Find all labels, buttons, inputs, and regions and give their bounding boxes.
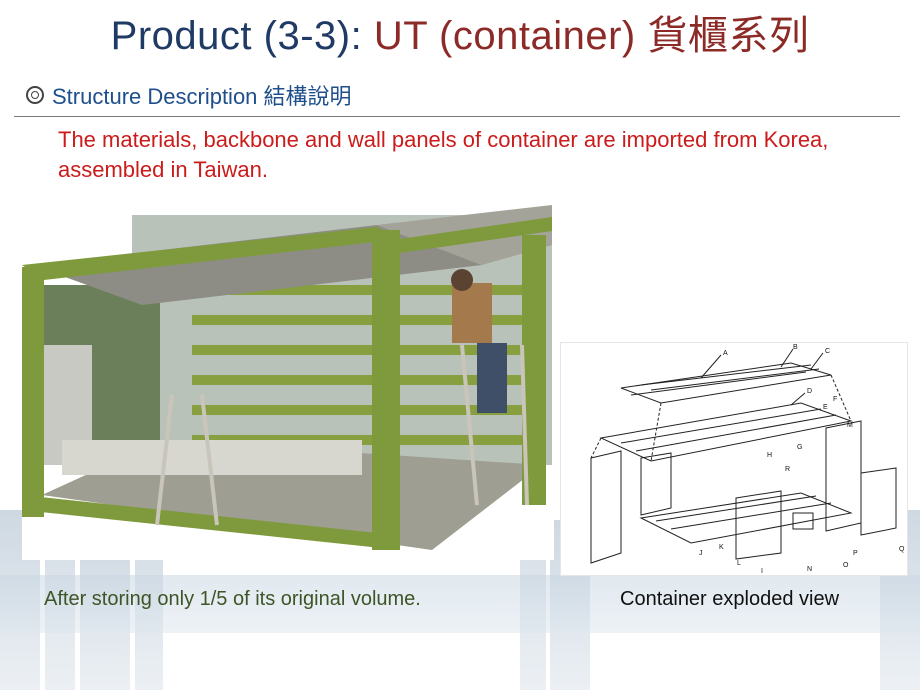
section-heading: Structure Description 結構說明: [26, 80, 352, 110]
title-container-series: UT (container) 貨櫃系列: [373, 14, 810, 58]
container-exploded-view-diagram: A B C D E F G H I J K L M N O P Q R: [560, 342, 908, 576]
diagram-label-q: Q: [899, 546, 905, 553]
diagram-label-e: E: [823, 404, 828, 411]
diagram-label-r: R: [785, 466, 790, 473]
heading-divider: [14, 116, 900, 117]
diagram-label-l: L: [737, 560, 741, 567]
diagram-label-k: K: [719, 544, 724, 551]
diagram-label-j: J: [699, 550, 703, 557]
diagram-label-p: P: [853, 550, 858, 557]
diagram-label-i: I: [761, 568, 763, 575]
diagram-label-d: D: [807, 388, 812, 395]
diagram-label-b: B: [793, 344, 798, 351]
diagram-label-n: N: [807, 566, 812, 573]
double-circle-icon: [26, 86, 44, 104]
caption-band: [0, 575, 920, 633]
description-text: The materials, backbone and wall panels …: [58, 127, 829, 182]
caption-exploded-view: Container exploded view: [620, 588, 840, 610]
page-title: Product (3-3): UT (container) 貨櫃系列: [0, 6, 920, 66]
diagram-label-f: F: [833, 396, 837, 403]
diagram-label-c: C: [825, 348, 830, 355]
section-heading-text: Structure Description 結構說明: [52, 84, 352, 109]
diagram-label-g: G: [797, 444, 802, 451]
diagram-label-a: A: [723, 350, 728, 357]
container-photo: [22, 205, 554, 560]
diagram-label-o: O: [843, 562, 849, 569]
title-product: Product (3-3):: [110, 14, 374, 58]
diagram-label-h: H: [767, 452, 772, 459]
diagram-label-m: M: [847, 422, 853, 429]
caption-storage-volume: After storing only 1/5 of its original v…: [44, 588, 421, 610]
